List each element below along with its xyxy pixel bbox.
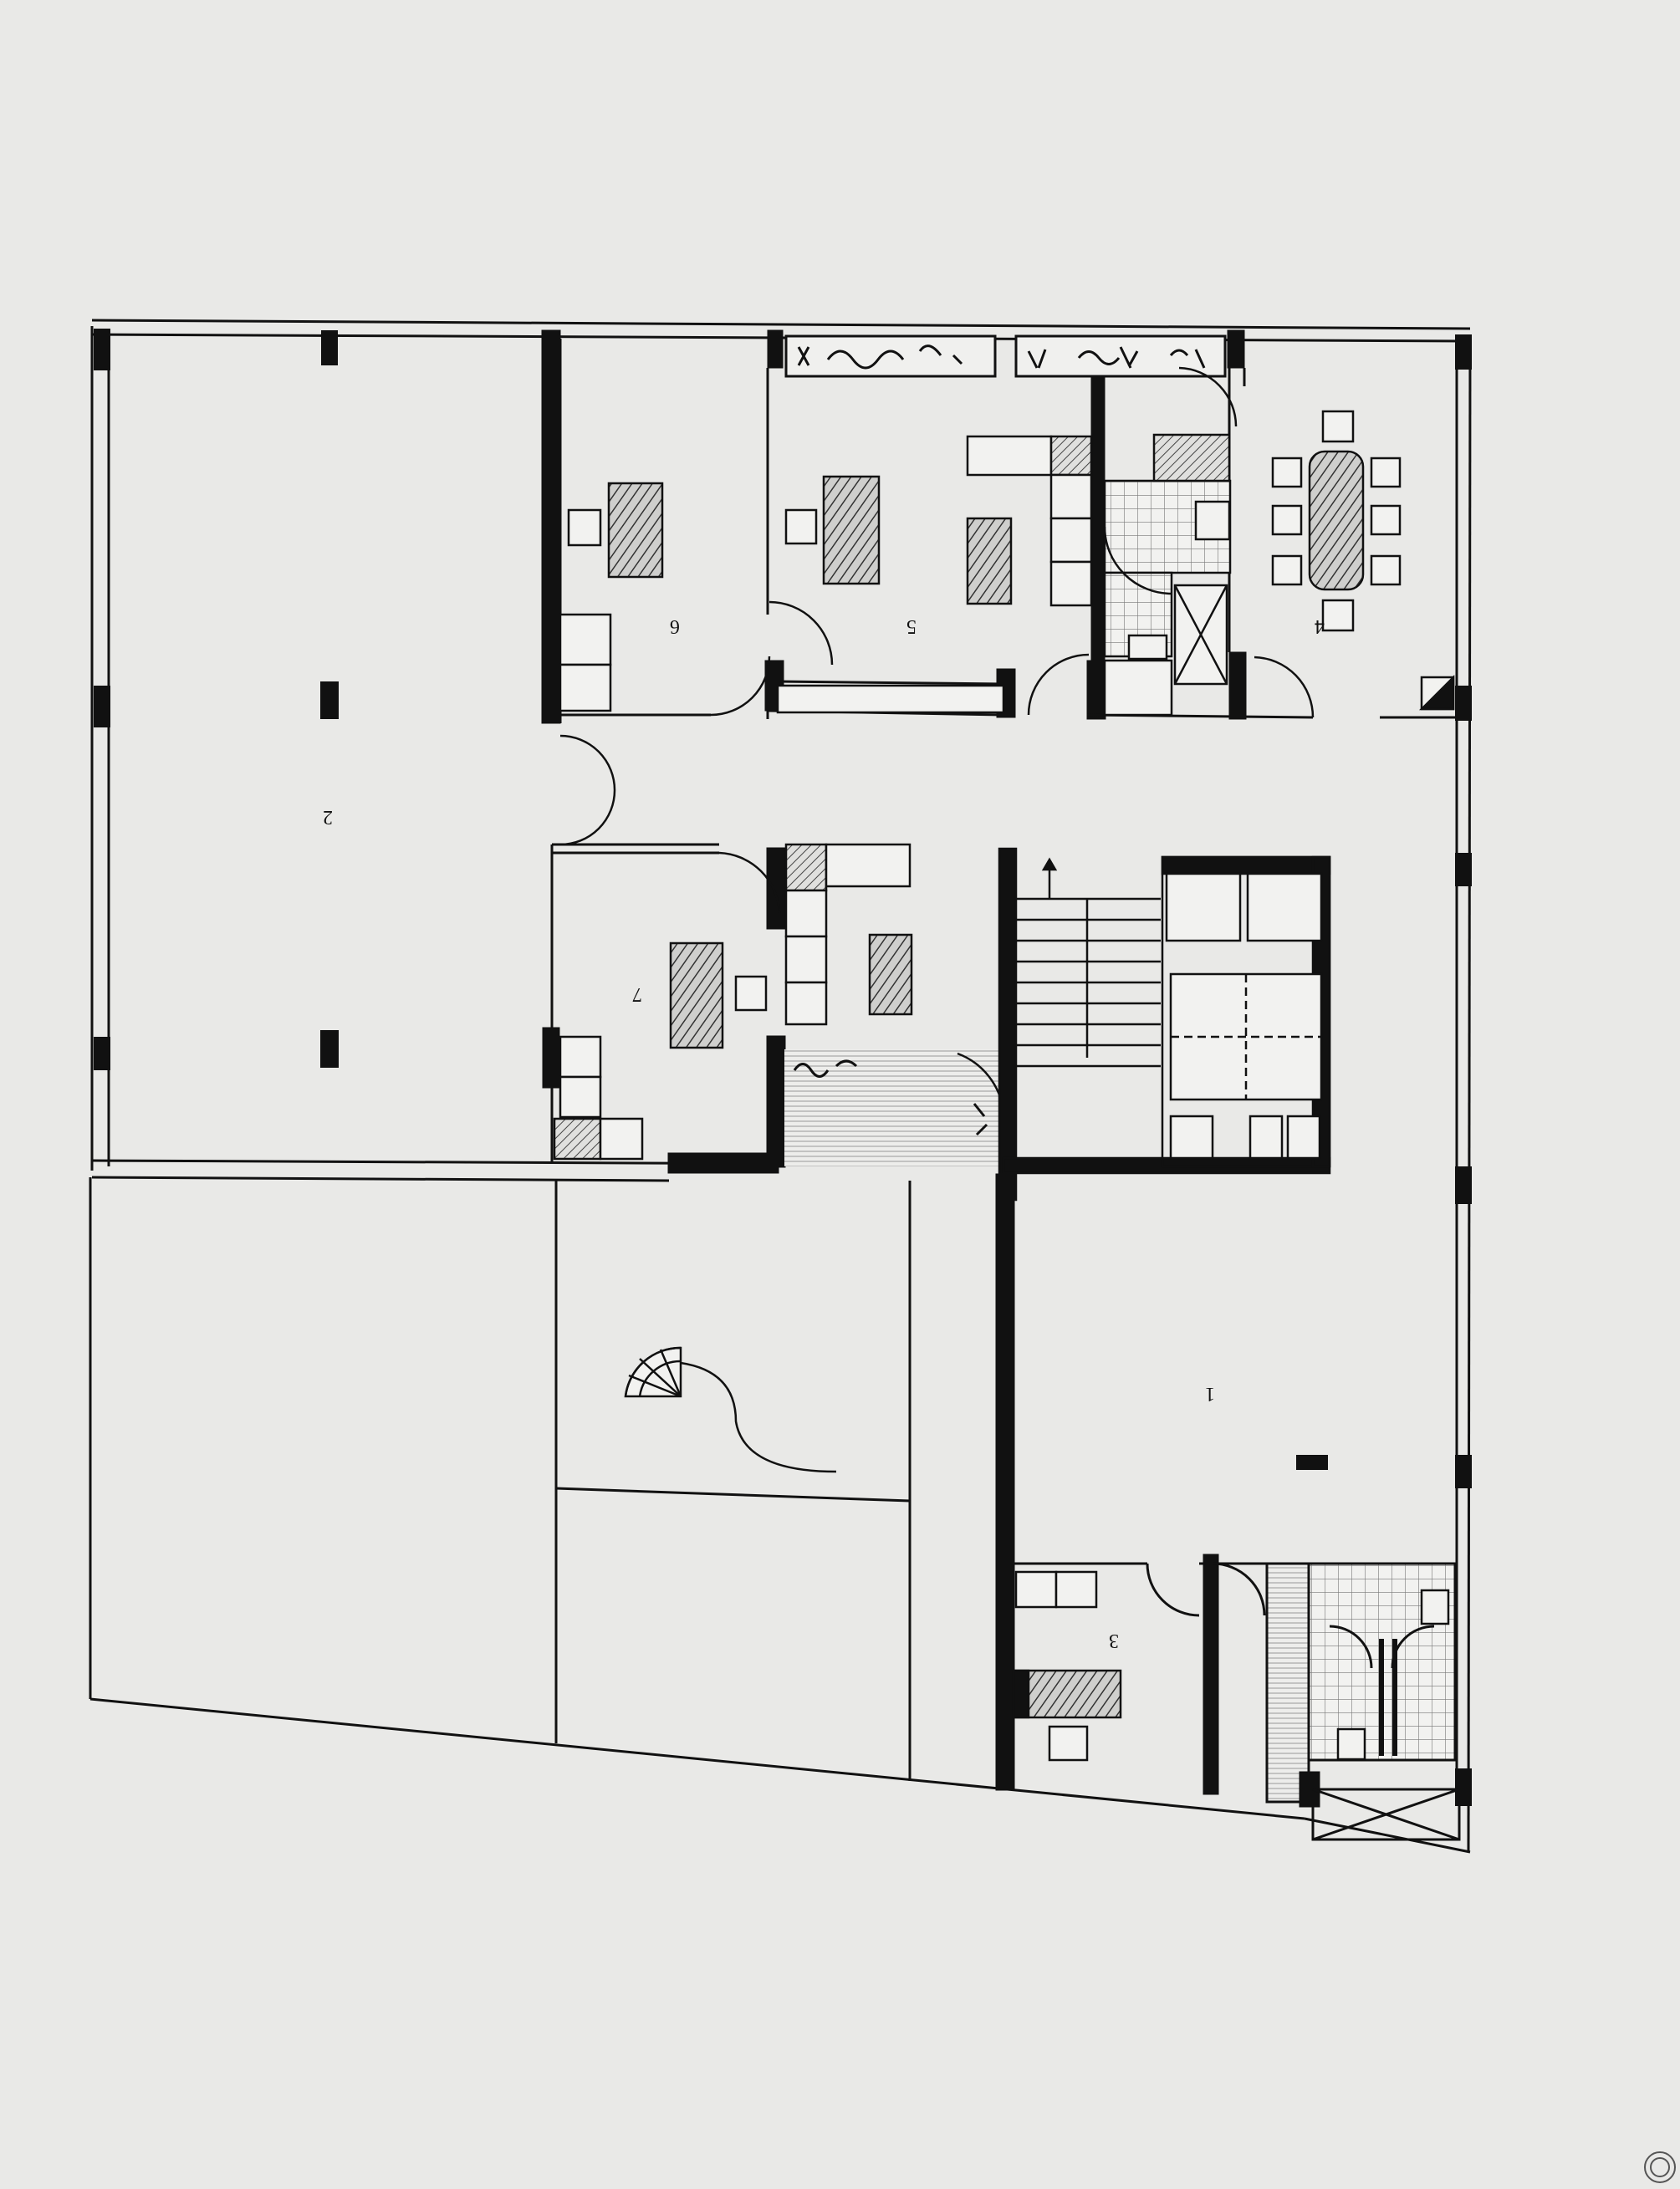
room-label-6: 6 <box>670 615 680 637</box>
room-label-1: 1 <box>1205 1383 1215 1405</box>
seal-icon <box>1644 2151 1676 2183</box>
planter-box <box>784 334 1227 378</box>
room-7-furniture <box>553 851 781 1161</box>
outer-walls <box>89 319 1472 1854</box>
spiral-stair <box>624 1346 837 1473</box>
top-rooms-walls <box>541 329 1457 724</box>
room-label-7: 7 <box>632 983 642 1005</box>
room-labels: 1 2 3 4 5 6 7 <box>323 615 1325 1651</box>
room-3-furniture <box>1012 1570 1450 1762</box>
room-label-3: 3 <box>1109 1630 1119 1651</box>
room-2-pillars <box>320 681 339 1067</box>
room-4-dining-set <box>1271 410 1455 711</box>
room-label-5: 5 <box>906 615 917 637</box>
room-7-walls <box>542 843 786 1174</box>
stairs-and-lift <box>998 847 1331 1202</box>
lounge-furniture <box>784 843 1005 1166</box>
staircase <box>1016 857 1161 1068</box>
bath-block <box>1103 433 1232 717</box>
room-1-pillar <box>1296 1455 1328 1470</box>
room-6-furniture <box>559 482 664 712</box>
room-label-2: 2 <box>323 806 333 828</box>
room-label-4: 4 <box>1315 615 1325 637</box>
lower-right-walls <box>995 1173 1461 1841</box>
room-5-furniture <box>776 435 1093 714</box>
